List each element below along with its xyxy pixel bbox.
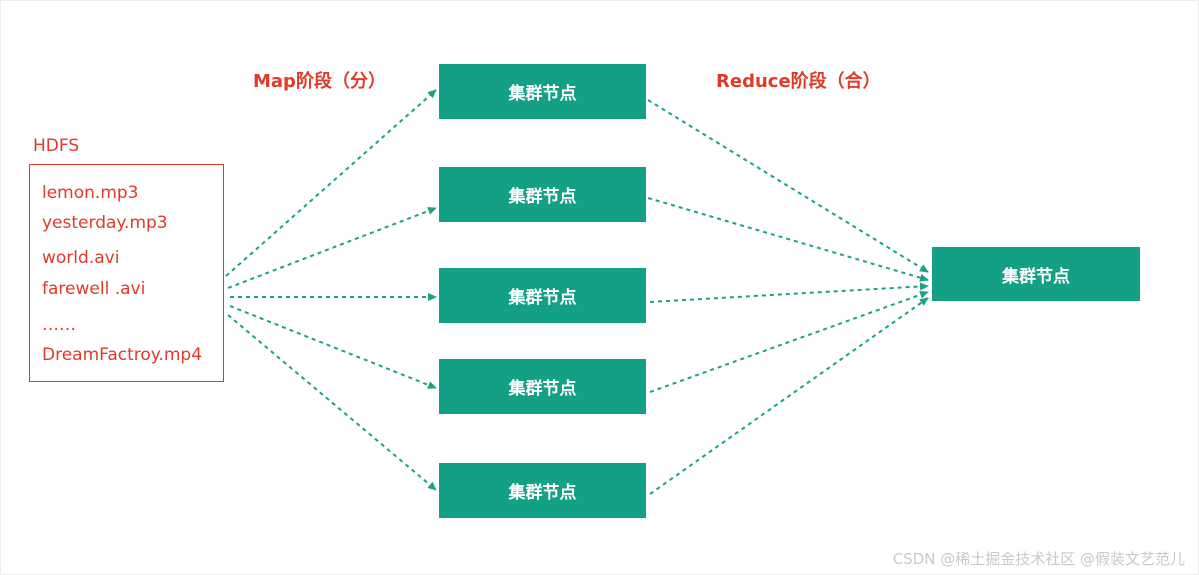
arrow-hdfs-to-node-2 bbox=[227, 207, 437, 289]
file-item: …… bbox=[42, 315, 76, 335]
map-node-1: 集群节点 bbox=[439, 64, 646, 119]
file-item: DreamFactroy.mp4 bbox=[42, 345, 203, 365]
arrow-node-1-to-reduce bbox=[647, 99, 929, 273]
arrow-node-4-to-reduce bbox=[649, 290, 929, 393]
reduce-node: 集群节点 bbox=[932, 247, 1140, 301]
file-item: lemon.mp3 bbox=[42, 183, 139, 203]
file-item: yesterday.mp3 bbox=[42, 213, 168, 233]
map-phase-label: Map阶段（分） bbox=[253, 71, 386, 92]
map-node-4: 集群节点 bbox=[439, 359, 646, 414]
map-node-5: 集群节点 bbox=[439, 463, 646, 518]
arrow-node-3-to-reduce bbox=[649, 282, 929, 303]
watermark: CSDN @稀土掘金技术社区 @假装文艺范儿 bbox=[892, 550, 1185, 568]
arrow-hdfs-to-node-5 bbox=[227, 314, 437, 491]
map-node-2: 集群节点 bbox=[439, 167, 646, 222]
arrow-hdfs-to-node-1 bbox=[225, 89, 437, 277]
file-item: world.avi bbox=[42, 248, 120, 268]
arrow-node-5-to-reduce bbox=[649, 297, 929, 495]
file-item: farewell .avi bbox=[42, 279, 146, 299]
reduce-phase-label: Reduce阶段（合） bbox=[716, 71, 881, 92]
map-node-3: 集群节点 bbox=[439, 268, 646, 323]
hdfs-file-box: lemon.mp3 yesterday.mp3 world.avi farewe… bbox=[29, 164, 224, 382]
arrow-hdfs-to-node-4 bbox=[229, 305, 437, 389]
hdfs-title: HDFS bbox=[33, 136, 80, 156]
arrow-node-2-to-reduce bbox=[647, 197, 929, 282]
